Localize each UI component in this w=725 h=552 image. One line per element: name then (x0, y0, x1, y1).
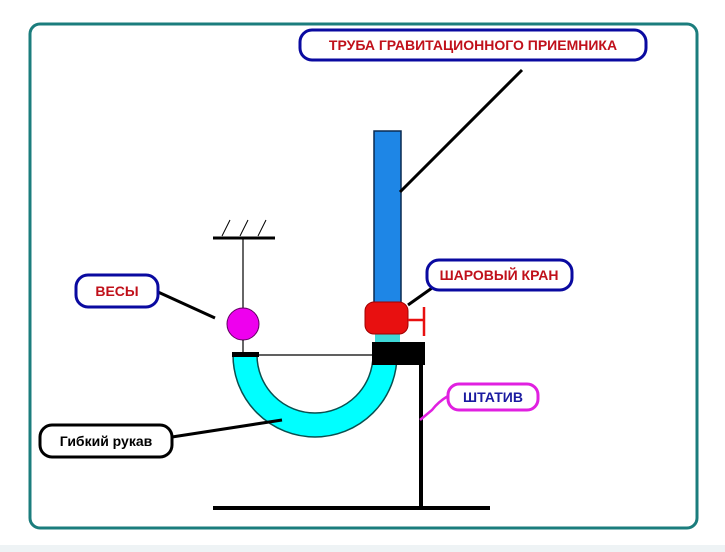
stand-clamp (372, 342, 425, 365)
label-stand: ШТАТИВ (446, 382, 540, 412)
receiver-pipe (373, 130, 402, 307)
hose-leader (171, 418, 283, 439)
scale-leader (157, 290, 216, 320)
hose-cap (232, 352, 259, 357)
label-valve-text: ШАРОВЫЙ КРАН (440, 266, 559, 283)
label-pipe-text: ТРУБА ГРАВИТАЦИОННОГО ПРИЕМНИКА (329, 37, 617, 53)
mount-hatching (221, 219, 267, 237)
scale-ball (226, 307, 260, 341)
label-hose: Гибкий рукав (38, 423, 174, 459)
label-scale-text: ВЕСЫ (95, 283, 138, 299)
label-hose-text: Гибкий рукав (60, 433, 153, 449)
label-pipe: ТРУБА ГРАВИТАЦИОННОГО ПРИЕМНИКА (298, 28, 648, 62)
valve-leader (407, 286, 433, 307)
ball-valve (364, 301, 409, 335)
stand-leader (419, 394, 449, 421)
label-valve: ШАРОВЫЙ КРАН (425, 258, 574, 292)
label-scale: ВЕСЫ (74, 273, 160, 309)
pipe-leader (398, 68, 524, 194)
pipe-joint (375, 333, 400, 343)
label-stand-text: ШТАТИВ (463, 389, 523, 405)
bottom-strip (0, 545, 725, 552)
